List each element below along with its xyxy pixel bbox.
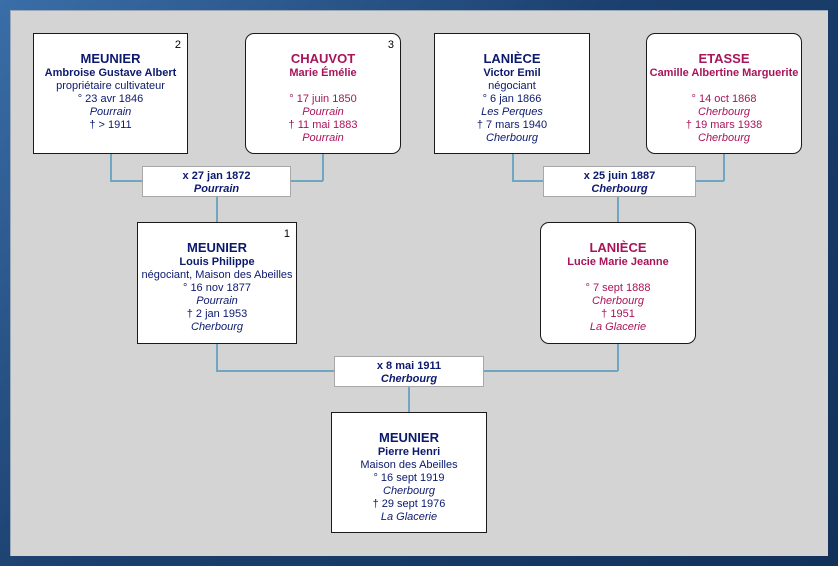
death-date: † 1951 bbox=[601, 308, 635, 320]
death-date: † > 1911 bbox=[89, 119, 132, 131]
given-names: Lucie Marie Jeanne bbox=[567, 256, 669, 268]
person-card-etasse-camille[interactable]: ETASSE Camille Albertine Marguerite ° 14… bbox=[646, 33, 802, 154]
death-date: † 19 mars 1938 bbox=[685, 119, 763, 131]
surname: LANIÈCE bbox=[483, 51, 541, 66]
marriage-date: x 25 juin 1887 bbox=[583, 170, 656, 182]
connector bbox=[216, 370, 334, 372]
occupation: négociant bbox=[488, 80, 536, 92]
surname: MEUNIER bbox=[187, 240, 247, 255]
given-names: Marie Émélie bbox=[289, 67, 357, 79]
connector bbox=[512, 153, 514, 181]
connector bbox=[110, 153, 112, 181]
marriage-date: x 27 jan 1872 bbox=[182, 170, 251, 182]
connector bbox=[723, 153, 725, 181]
given-names: Victor Emil bbox=[483, 67, 541, 79]
birth-place: Cherbourg bbox=[383, 485, 435, 497]
surname: LANIÈCE bbox=[589, 240, 647, 255]
person-card-meunier-ambroise[interactable]: 2 MEUNIER Ambroise Gustave Albert propri… bbox=[33, 33, 188, 154]
connector bbox=[483, 370, 618, 372]
birth-place: Pourrain bbox=[196, 295, 238, 307]
death-date: † 2 jan 1953 bbox=[186, 308, 248, 320]
death-place: Cherbourg bbox=[191, 321, 243, 333]
death-place: La Glacerie bbox=[380, 511, 438, 523]
occupation bbox=[541, 269, 695, 282]
sosa-number: 2 bbox=[174, 39, 181, 51]
marriage-place: Cherbourg bbox=[380, 373, 438, 385]
surname: ETASSE bbox=[698, 51, 750, 66]
birth-date: ° 6 jan 1866 bbox=[482, 93, 542, 105]
death-date: † 29 sept 1976 bbox=[372, 498, 446, 510]
person-card-laniece-victor[interactable]: LANIÈCE Victor Emil négociant ° 6 jan 18… bbox=[434, 33, 590, 154]
sosa-number: 3 bbox=[387, 39, 394, 51]
person-card-meunier-louis[interactable]: 1 MEUNIER Louis Philippe négociant, Mais… bbox=[137, 222, 297, 344]
given-names: Camille Albertine Marguerite bbox=[649, 67, 799, 79]
death-date: † 11 mai 1883 bbox=[288, 119, 358, 131]
person-card-laniece-lucie[interactable]: LANIÈCE Lucie Marie Jeanne ° 7 sept 1888… bbox=[540, 222, 696, 344]
connector bbox=[512, 180, 544, 182]
death-date: † 7 mars 1940 bbox=[476, 119, 548, 131]
death-place: Cherbourg bbox=[486, 132, 538, 144]
connector bbox=[617, 343, 619, 371]
birth-place: Pourrain bbox=[302, 106, 344, 118]
connector bbox=[408, 386, 410, 412]
person-card-meunier-pierre[interactable]: MEUNIER Pierre Henri Maison des Abeilles… bbox=[331, 412, 487, 533]
birth-place: Les Perques bbox=[481, 106, 543, 118]
death-place: Cherbourg bbox=[698, 132, 750, 144]
occupation: Maison des Abeilles bbox=[360, 459, 458, 471]
birth-date: ° 14 oct 1868 bbox=[691, 93, 757, 105]
surname: CHAUVOT bbox=[290, 51, 356, 66]
family-tree-canvas: 2 MEUNIER Ambroise Gustave Albert propri… bbox=[10, 10, 828, 556]
given-names: Ambroise Gustave Albert bbox=[44, 67, 177, 79]
birth-date: ° 17 juin 1850 bbox=[289, 93, 357, 105]
occupation bbox=[647, 80, 801, 93]
marriage-box-meunier-chauvot[interactable]: x 27 jan 1872 Pourrain bbox=[142, 166, 291, 197]
connector bbox=[110, 180, 143, 182]
surname: MEUNIER bbox=[80, 51, 141, 66]
birth-place: Pourrain bbox=[89, 106, 132, 118]
marriage-date: x 8 mai 1911 bbox=[376, 360, 442, 372]
connector bbox=[216, 343, 218, 371]
connector bbox=[216, 196, 218, 222]
birth-date: ° 16 sept 1919 bbox=[373, 472, 445, 484]
marriage-box-meunier-laniece[interactable]: x 8 mai 1911 Cherbourg bbox=[334, 356, 484, 387]
birth-date: ° 23 avr 1846 bbox=[77, 93, 144, 105]
person-card-chauvot-marie[interactable]: 3 CHAUVOT Marie Émélie ° 17 juin 1850 Po… bbox=[245, 33, 401, 154]
marriage-place: Pourrain bbox=[193, 183, 240, 195]
given-names: Louis Philippe bbox=[179, 256, 255, 268]
connector bbox=[617, 196, 619, 222]
marriage-box-laniece-etasse[interactable]: x 25 juin 1887 Cherbourg bbox=[543, 166, 696, 197]
birth-date: ° 7 sept 1888 bbox=[585, 282, 651, 294]
death-place: La Glacerie bbox=[589, 321, 647, 333]
death-place: Pourrain bbox=[302, 132, 344, 144]
occupation bbox=[246, 80, 400, 93]
occupation: propriétaire cultivateur bbox=[56, 80, 165, 92]
occupation: négociant, Maison des Abeilles bbox=[141, 269, 293, 281]
connector bbox=[695, 180, 724, 182]
marriage-place: Cherbourg bbox=[591, 183, 648, 195]
birth-date: ° 16 nov 1877 bbox=[182, 282, 251, 294]
sosa-number: 1 bbox=[283, 228, 290, 240]
birth-place: Cherbourg bbox=[592, 295, 644, 307]
given-names: Pierre Henri bbox=[377, 446, 441, 458]
birth-place: Cherbourg bbox=[698, 106, 750, 118]
connector bbox=[322, 153, 324, 181]
connector bbox=[290, 180, 323, 182]
surname: MEUNIER bbox=[379, 430, 439, 445]
